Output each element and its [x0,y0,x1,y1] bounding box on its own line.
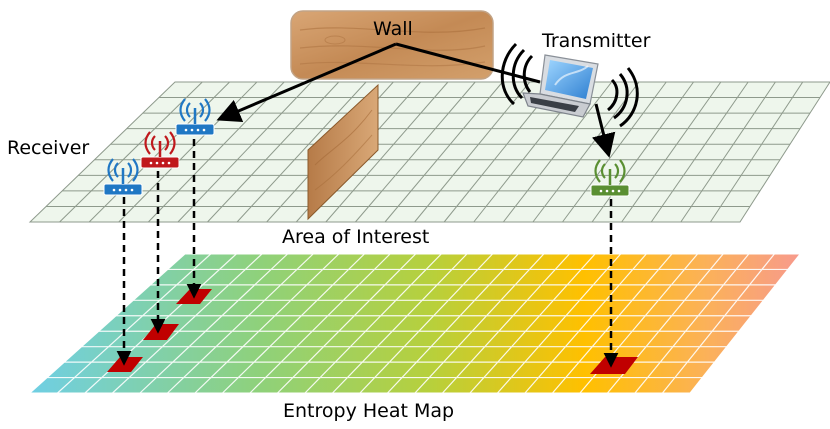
receivers [103,98,630,197]
router-icon-red [140,131,180,169]
router-icon-blue [103,158,143,196]
router-icon-green [590,159,630,197]
wall-label: Wall [373,18,413,40]
projection-arrows [116,139,619,368]
signal-arrows [216,42,616,158]
arrow-transmitter-to-receiver [591,103,616,158]
top-grid-plane [28,81,830,223]
heat-map-plane [28,253,802,394]
heat-map-label: Entropy Heat Map [283,400,454,422]
area-of-interest-label: Area of Interest [282,226,429,248]
receiver-label: Receiver [7,137,89,159]
laptop-icon [500,42,639,128]
router-icon-top [175,98,215,136]
transmitter-label: Transmitter [541,30,651,52]
arrow-wall-to-receiver [216,42,397,122]
wall-panel [307,83,379,221]
arrow-wall-to-transmitter [395,42,541,84]
